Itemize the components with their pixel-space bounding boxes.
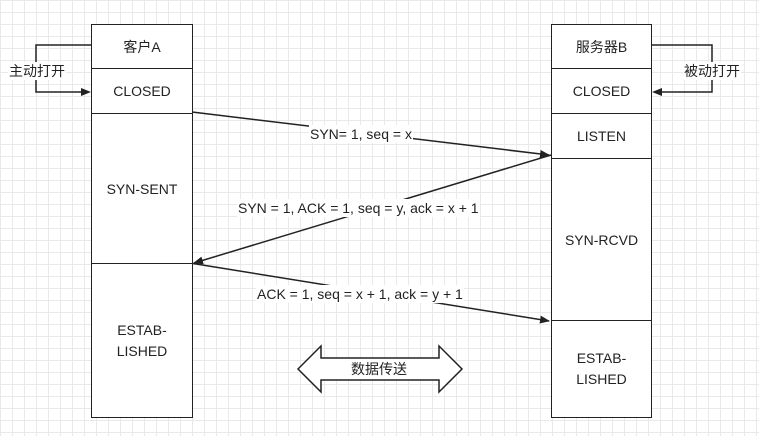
client-state-closed: CLOSED [91, 68, 193, 115]
client-state-syn-sent: SYN-SENT [91, 113, 193, 265]
server-state-established: ESTAB- LISHED [551, 320, 652, 418]
client-header: 客户A [91, 24, 193, 70]
client-state-established: ESTAB- LISHED [91, 263, 193, 418]
syn-ack-message-label: SYN = 1, ACK = 1, seq = y, ack = x + 1 [237, 199, 480, 217]
server-name: 服务器B [575, 38, 628, 55]
ack-message-label: ACK = 1, seq = x + 1, ack = y + 1 [256, 285, 464, 303]
client-name: 客户A [123, 38, 161, 55]
server-open-arrowhead [652, 88, 662, 96]
server-header: 服务器B [551, 24, 652, 70]
server-open-label: 被动打开 [683, 62, 741, 80]
server-state-listen: LISTEN [551, 113, 652, 160]
data-transfer-label: 数据传送 [350, 360, 408, 378]
server-state-syn-rcvd: SYN-RCVD [551, 158, 652, 322]
client-open-label: 主动打开 [8, 62, 66, 80]
syn-message-label: SYN= 1, seq = x [309, 125, 413, 143]
client-open-arrowhead [81, 88, 91, 96]
server-state-closed: CLOSED [551, 68, 652, 115]
